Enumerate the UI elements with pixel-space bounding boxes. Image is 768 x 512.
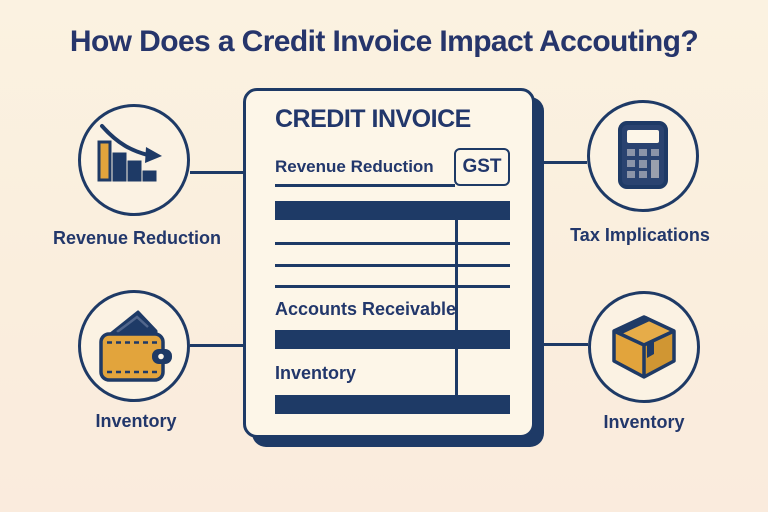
package-box-icon — [612, 315, 676, 379]
connector-top-right — [543, 161, 587, 164]
amount-column-divider — [455, 220, 458, 396]
node-revenue-reduction — [78, 104, 190, 216]
calculator-icon — [618, 121, 668, 189]
ledger-line-2 — [275, 264, 510, 267]
node-tax-implications — [587, 100, 699, 212]
node-label-tax-implications: Tax Implications — [570, 225, 710, 245]
page-title: How Does a Credit Invoice Impact Accouti… — [69, 25, 699, 58]
node-label-revenue-reduction: Revenue Reduction — [52, 228, 222, 248]
ledger-line-3 — [275, 285, 510, 288]
revenue-reduction-row: Revenue Reduction GST — [275, 148, 510, 186]
accounts-receivable-label: Accounts Receivable — [275, 299, 457, 319]
node-label-inventory-left: Inventory — [95, 411, 177, 431]
revenue-reduction-row-label: Revenue Reduction — [275, 157, 434, 176]
node-inventory-box — [588, 291, 700, 403]
invoice-heading: CREDIT INVOICE — [275, 105, 471, 133]
connector-top-left — [190, 171, 243, 174]
ledger-bar-1 — [275, 201, 510, 220]
rule-under-revenue-row — [275, 184, 455, 187]
connector-bottom-left — [190, 344, 243, 347]
node-inventory-wallet — [78, 290, 190, 402]
connector-bottom-right — [544, 343, 588, 346]
wallet-icon — [99, 310, 172, 382]
credit-invoice-document: CREDIT INVOICE Revenue Reduction GST Acc… — [243, 88, 535, 438]
declining-bar-chart-icon — [97, 124, 162, 182]
ledger-line-1 — [275, 242, 510, 245]
inventory-label: Inventory — [275, 363, 357, 383]
ledger-bar-3 — [275, 395, 510, 414]
ledger-bar-2 — [275, 330, 510, 349]
node-label-inventory-right: Inventory — [603, 412, 685, 432]
gst-badge: GST — [454, 148, 510, 186]
